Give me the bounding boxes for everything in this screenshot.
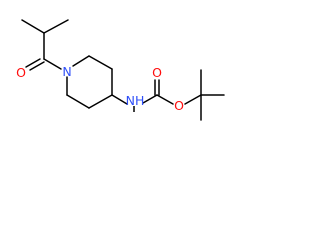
bond-c4-nh (111, 94, 128, 105)
bond-amide-co-b (29, 61, 45, 71)
bond-ring-n-top (72, 55, 90, 67)
bond-ether-o-tbutyl (184, 94, 202, 105)
bond-methyl-left (21, 19, 45, 34)
bond-ring-right-lower (88, 94, 113, 109)
atom-ring-nitrogen: N (62, 64, 71, 79)
atom-ether-oxygen: O (174, 98, 184, 113)
bond-ring-bottom (66, 94, 90, 109)
bond-amide-co-a (25, 58, 41, 68)
atom-carbonyl-oxygen: O (152, 65, 162, 80)
bond-nh-carbonyl (142, 94, 158, 104)
bond-carbonyl-ether-o (156, 94, 174, 105)
bond-carbonyl-n (43, 58, 62, 70)
bond-methyl-right (43, 19, 69, 34)
chemical-structure: O N NH O O (16, 19, 225, 121)
atom-amide-oxygen: O (16, 65, 26, 80)
atom-carbamate-nitrogen: NH (126, 93, 145, 108)
bond-ring-top (88, 55, 113, 70)
